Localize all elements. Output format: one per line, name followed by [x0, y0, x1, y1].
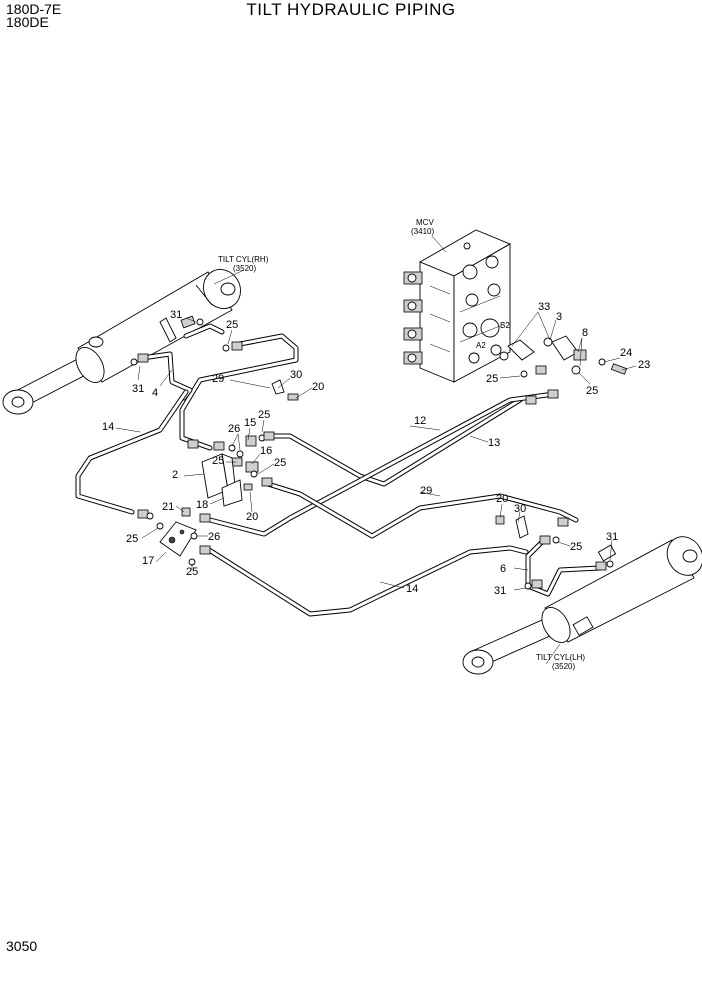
callout: 30 [290, 369, 302, 381]
leader-lines [115, 235, 637, 665]
callout-numbers: 31 25 31 4 29 30 20 14 25 26 15 16 25 2 … [102, 301, 650, 597]
hose-12 [265, 397, 523, 487]
callout: 23 [638, 359, 650, 371]
callout: 18 [196, 499, 208, 511]
callout: 31 [494, 585, 506, 597]
callout: 26 [228, 423, 240, 435]
callout: 6 [500, 563, 506, 575]
pipe-6 [525, 535, 603, 597]
callout: 15 [244, 417, 256, 429]
callout: 21 [162, 501, 174, 513]
page-number: 3050 [6, 938, 38, 954]
callout: 14 [406, 583, 418, 595]
callout: 8 [582, 327, 588, 339]
callout: 2 [172, 469, 178, 481]
callout: 25 [570, 541, 582, 553]
callout: 17 [142, 555, 154, 567]
tilt-cylinder-rh [2, 269, 241, 415]
callout: 31 [132, 383, 144, 395]
mcv-port-a2-label: A2 [476, 341, 486, 350]
callout: 25 [212, 455, 224, 467]
callout: 31 [170, 309, 182, 321]
callout: 25 [274, 457, 286, 469]
main-control-valve [403, 229, 512, 383]
callout: 25 [258, 409, 270, 421]
tilt-cyl-rh-code: (3520) [233, 264, 256, 273]
callout: 16 [260, 445, 272, 457]
mcv-port-b2-label: B2 [500, 321, 510, 330]
callout: 25 [486, 373, 498, 385]
callout: 25 [226, 319, 238, 331]
callout: 25 [586, 385, 598, 397]
callout: 31 [606, 531, 618, 543]
callout: 30 [514, 503, 526, 515]
model-number-primary: 180D-7E [6, 1, 62, 17]
callout: 4 [152, 387, 158, 399]
callout: 12 [414, 415, 426, 427]
tilt-cyl-lh-label: TILT CYL(LH) [536, 653, 585, 662]
tilt-cylinder-lh [462, 536, 702, 675]
callout: 20 [246, 511, 258, 523]
callout: 20 [496, 493, 508, 505]
mcv-label: MCV [416, 218, 434, 227]
callout: 13 [488, 437, 500, 449]
callout: 33 [538, 301, 550, 313]
callout: 3 [556, 311, 562, 323]
callout: 29 [212, 373, 224, 385]
callout: 26 [208, 531, 220, 543]
model-number-secondary: 180DE [6, 14, 49, 30]
tilt-cyl-lh-code: (3520) [552, 662, 575, 671]
callout: 29 [420, 485, 432, 497]
tilt-pipe-rh-upper [179, 333, 299, 451]
fittings [130, 315, 628, 590]
pipe-29-lower [265, 481, 579, 539]
callout: 24 [620, 347, 632, 359]
callout: 14 [102, 421, 114, 433]
tilt-pipe-rh-lower [139, 351, 193, 401]
diagram-title: TILT HYDRAULIC PIPING [246, 0, 456, 19]
tilt-cyl-rh-label: TILT CYL(RH) [218, 255, 269, 264]
hose-14-lower [203, 545, 529, 617]
callout: 25 [186, 566, 198, 578]
callout: 20 [312, 381, 324, 393]
tilt-pipe-4 [183, 323, 225, 339]
callout: 25 [126, 533, 138, 545]
hose-13 [207, 391, 557, 537]
hose-14-upper [75, 389, 189, 515]
mcv-code: (3410) [411, 227, 434, 236]
